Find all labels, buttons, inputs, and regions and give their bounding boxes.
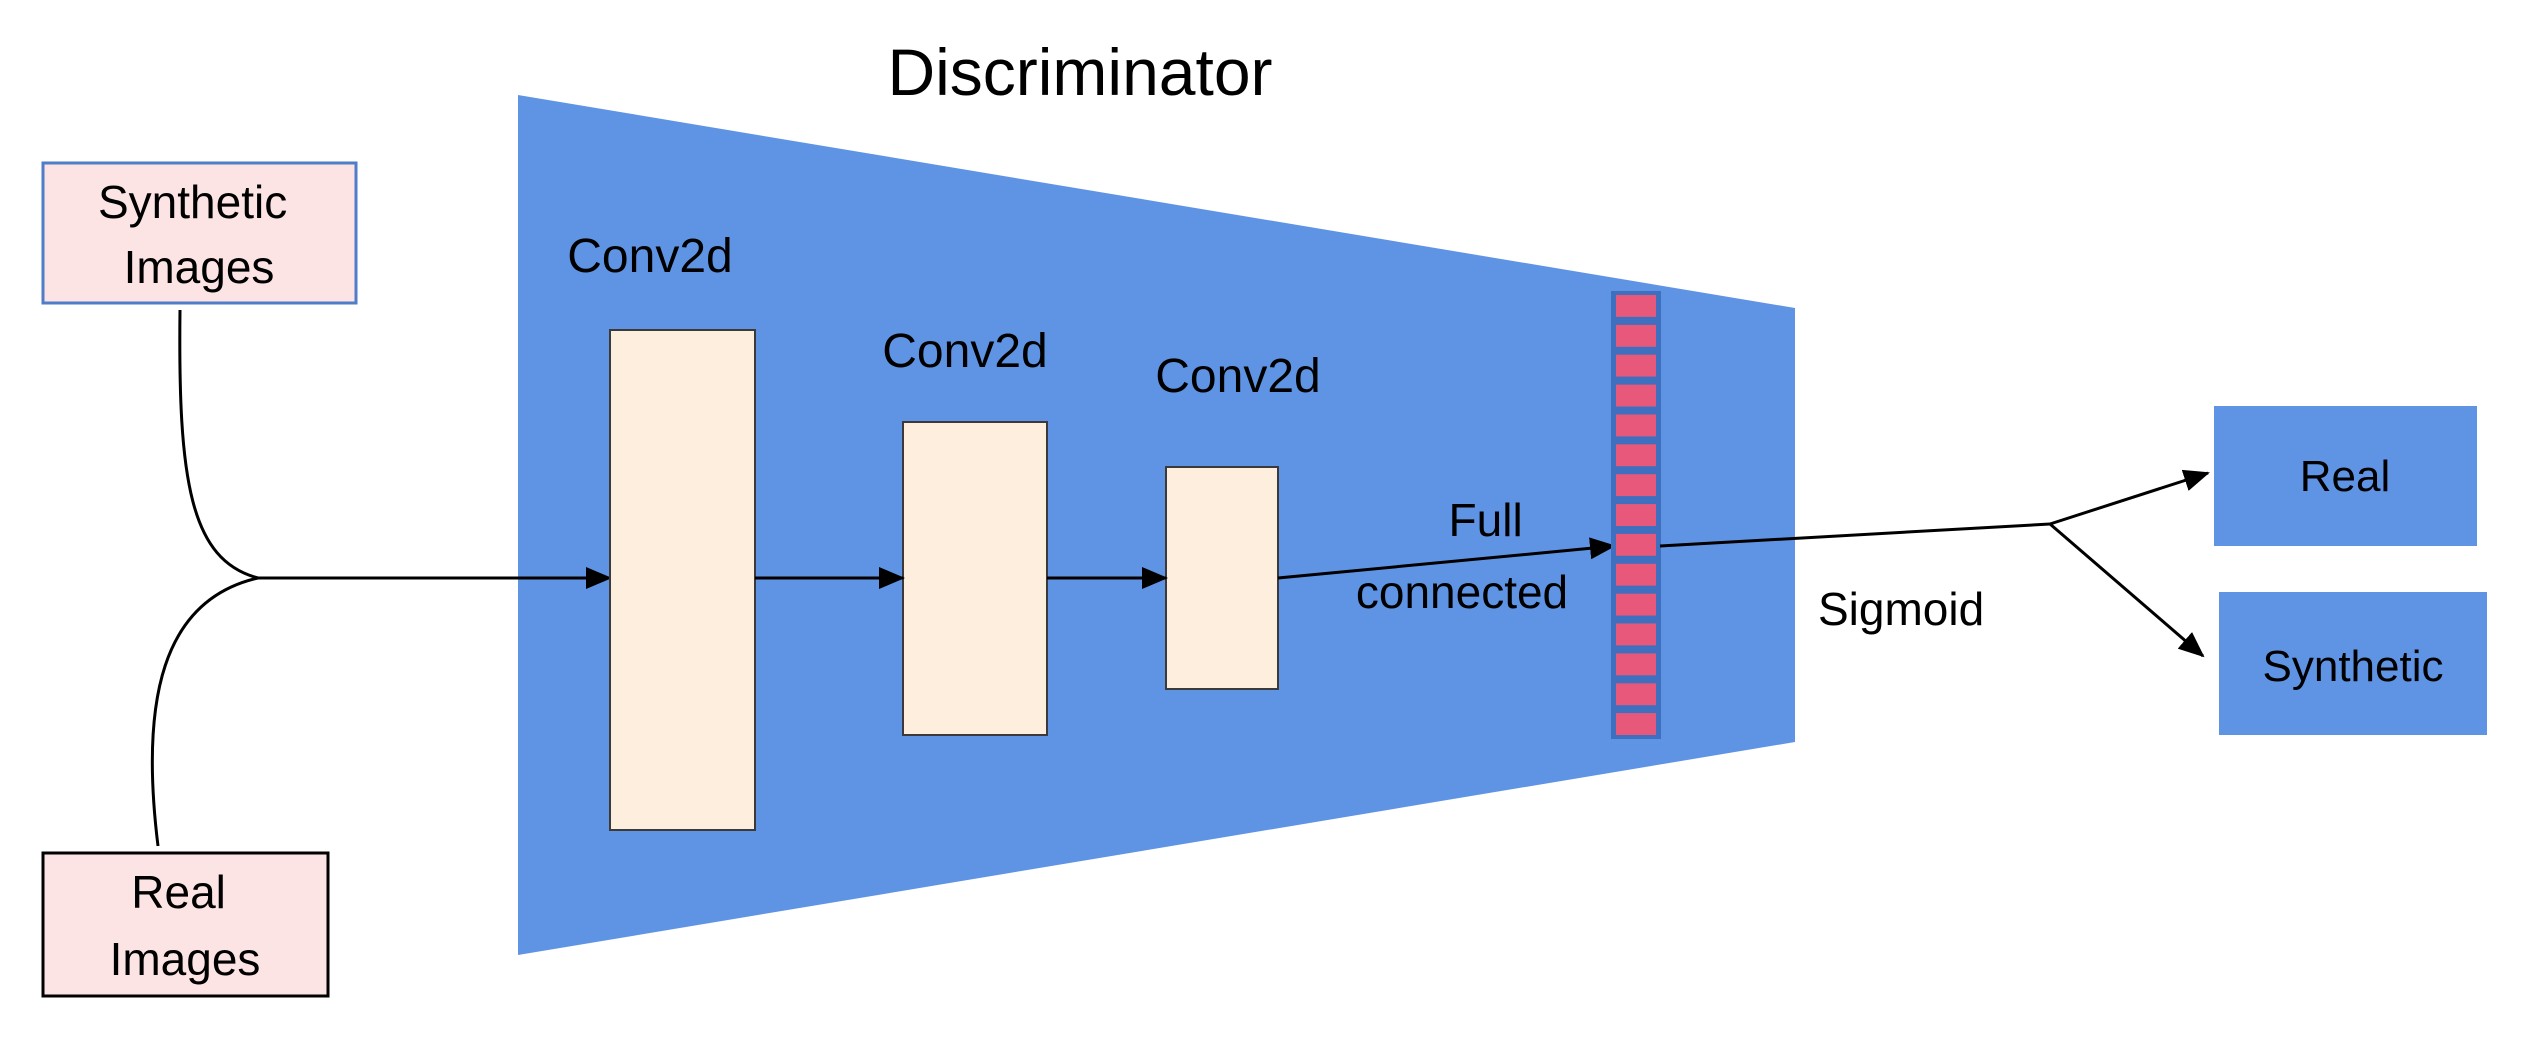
synthetic-output-label: Synthetic — [2263, 642, 2444, 691]
fc-cell — [1616, 504, 1656, 526]
fc-cell — [1616, 384, 1656, 407]
synthetic-images-label: Synthetic Images — [98, 176, 300, 293]
real-images-label-line2: Images — [110, 933, 261, 985]
fc-cell — [1616, 444, 1656, 467]
full-connected-label-line1: Full — [1449, 494, 1523, 546]
real-output-label: Real — [2300, 452, 2391, 501]
fc-cell — [1616, 653, 1656, 676]
fully-connected-layer — [1611, 291, 1661, 739]
conv2d-label-1: Conv2d — [567, 230, 732, 283]
conv3-to-fc-arrow — [1277, 537, 1616, 580]
synthetic-input-curve — [178, 309, 259, 580]
synthetic-images-box — [41, 161, 358, 305]
network-body — [518, 95, 1795, 955]
conv2d-block-1 — [609, 329, 756, 831]
fc-cell — [1616, 414, 1656, 437]
full-connected-label: Full connected — [1356, 494, 1568, 618]
fc-cell — [1616, 295, 1656, 317]
fc-cell — [1616, 324, 1656, 347]
to-synthetic-arrow — [2049, 522, 2205, 658]
real-input-curve — [150, 576, 259, 847]
fc-cell — [1616, 593, 1656, 616]
conv2d-label-3: Conv2d — [1155, 350, 1320, 403]
real-images-label: Real Images — [110, 866, 261, 985]
full-connected-label-line2: connected — [1356, 566, 1568, 618]
synthetic-output-box — [2219, 592, 2487, 735]
conv2d-block-3 — [1165, 466, 1279, 690]
fc-cell — [1616, 623, 1656, 646]
diagram-title: Discriminator — [887, 35, 1272, 109]
conv2d-block-2 — [902, 421, 1048, 736]
real-output-box — [2214, 406, 2477, 546]
conv2d-label-2: Conv2d — [882, 325, 1047, 378]
fc-cell — [1616, 354, 1656, 377]
to-real-arrow — [2049, 469, 2210, 526]
real-images-label-line1: Real — [131, 866, 226, 918]
sigmoid-label: Sigmoid — [1818, 583, 1984, 635]
synthetic-images-label-line1: Synthetic — [98, 176, 287, 228]
fc-cell — [1616, 563, 1656, 586]
fc-cell — [1616, 533, 1656, 556]
fc-cell — [1616, 713, 1656, 735]
real-images-box — [41, 851, 330, 998]
fc-output-line — [1659, 522, 2051, 548]
synthetic-images-label-line2: Images — [124, 241, 275, 293]
fc-cell — [1616, 683, 1656, 706]
fc-cell — [1616, 474, 1656, 497]
